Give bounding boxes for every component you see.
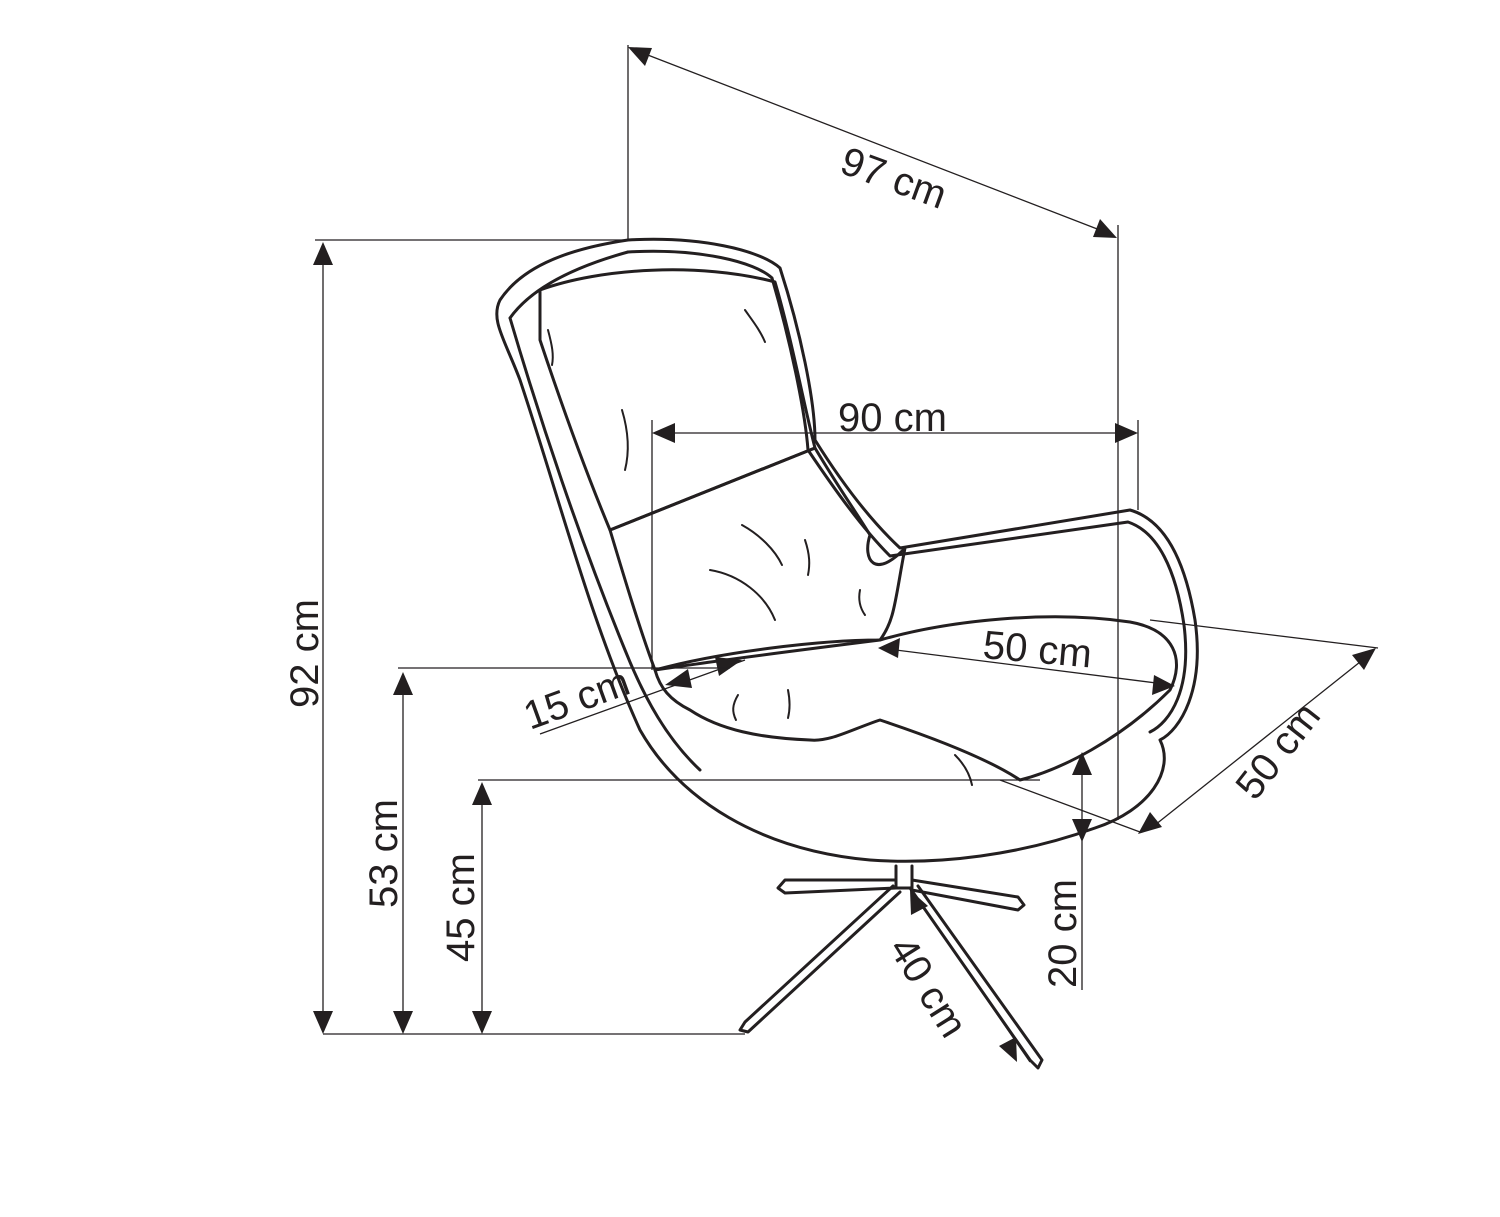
leg-back-left <box>776 878 898 895</box>
leg-front-left <box>738 884 902 1034</box>
chair-shell-inner-left <box>508 250 702 772</box>
arrow-53-bottom <box>393 1011 413 1034</box>
swivel-column <box>894 864 914 890</box>
arrow-50-depth-b <box>1152 675 1175 695</box>
label-height-92: 92 cm <box>283 599 327 708</box>
chair-shell-inner <box>626 249 1188 734</box>
label-seat-depth-50: 50 cm <box>981 623 1093 676</box>
arrow-20-top <box>1072 752 1092 775</box>
arrow-15-a <box>665 669 692 688</box>
label-seat-height-45: 45 cm <box>439 853 483 962</box>
label-seat-thickness-20: 20 cm <box>1041 879 1085 988</box>
chair-illustration <box>495 237 1199 1070</box>
arrow-53-top <box>393 672 413 695</box>
arrow-50-depth-a <box>878 638 900 658</box>
dimension-labels: 97 cm 92 cm 90 cm 50 cm 50 cm 15 cm 53 c… <box>283 139 1329 1045</box>
arrow-40-top <box>910 890 928 915</box>
label-seat-width-50: 50 cm <box>1227 695 1329 808</box>
chair-shell-outer <box>495 237 1199 863</box>
dim-line-97 <box>639 51 1106 233</box>
seat-cushion <box>653 615 1178 782</box>
backrest-upper-panel <box>538 268 817 532</box>
label-depth-97: 97 cm <box>835 139 952 218</box>
extension-line-50-width-bottom <box>999 779 1141 833</box>
tuft-mark-4 <box>741 524 783 566</box>
arrow-90-right <box>1115 423 1138 443</box>
tuft-mark-9 <box>787 689 791 719</box>
leg-back-right <box>910 878 1026 912</box>
tuft-mark-3 <box>621 409 629 471</box>
arrow-20-bottom <box>1072 819 1092 842</box>
dim-line-50-width <box>1154 657 1366 826</box>
dimension-lines <box>313 45 1379 1063</box>
leg-front-right <box>908 884 1044 1070</box>
arrow-50-width-top <box>1352 648 1376 670</box>
tuft-mark-5 <box>804 539 811 576</box>
arrow-50-width-bottom <box>1138 812 1162 834</box>
tuft-mark-10 <box>954 754 973 786</box>
arrow-92-top <box>313 242 333 265</box>
dim-line-40 <box>914 894 1031 1063</box>
label-width-90: 90 cm <box>838 396 947 440</box>
arrow-92-bottom <box>313 1011 333 1034</box>
arrow-40-bottom <box>999 1037 1017 1062</box>
arrow-97-start <box>628 47 652 66</box>
arrow-45-bottom <box>472 1011 492 1034</box>
label-armrest-height-53: 53 cm <box>362 799 406 908</box>
tuft-mark-6 <box>709 569 776 621</box>
tuft-mark-8 <box>732 694 739 721</box>
tuft-mark-1 <box>547 329 554 366</box>
tuft-mark-2 <box>744 309 766 343</box>
arrow-97-end <box>1093 219 1117 238</box>
arrow-90-left <box>652 423 675 443</box>
dim-line-15 <box>539 659 746 735</box>
backrest-lower-panel <box>608 446 907 672</box>
tuft-mark-7 <box>858 589 866 616</box>
dim-line-50-depth <box>879 647 1173 686</box>
arrow-15-b <box>715 657 742 676</box>
label-armrest-15: 15 cm <box>518 660 635 739</box>
arrow-45-top <box>472 782 492 805</box>
extension-line-50-width-top <box>1149 619 1379 649</box>
